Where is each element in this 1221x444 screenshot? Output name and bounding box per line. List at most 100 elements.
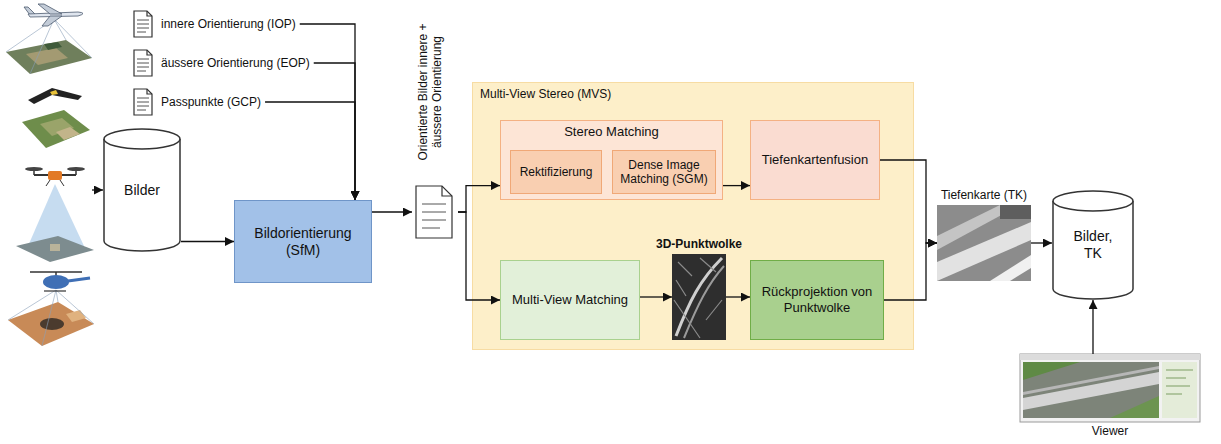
viewer-screenshot [1020, 354, 1200, 422]
document-lines [422, 204, 446, 228]
cylinder-top [1053, 191, 1133, 211]
document-lines [137, 98, 149, 110]
cylinder-top [104, 129, 180, 149]
database-cylinder: Bilder, TK [1052, 190, 1134, 300]
process-box: Dense Image Matching (SGM) [612, 150, 716, 194]
node-label: Bilder, TK [1066, 228, 1120, 262]
connector-arrow [314, 63, 355, 200]
helicopter-tail [68, 278, 90, 281]
process-box: Multi-View Matching [500, 260, 640, 340]
group-box: Stereo MatchingRektifizierungDense Image… [500, 120, 723, 200]
image-footprint [26, 48, 68, 65]
document-fold [147, 11, 152, 16]
node-label: Tiefenkartenfusion [762, 152, 868, 168]
helicopter-body [43, 275, 69, 289]
database-cylinder: Bilder [103, 128, 181, 252]
cylinder-body [1053, 201, 1133, 299]
connector-arrow [181, 241, 234, 242]
rotor [25, 167, 43, 171]
connector-arrow [723, 185, 750, 186]
document-icon [133, 10, 153, 38]
node-label: Bildorientierung (SfM) [242, 225, 364, 259]
depth-structure [1000, 205, 1031, 219]
point-cloud-structure [684, 266, 724, 338]
image-footprint [22, 110, 90, 148]
drone-accent [50, 90, 58, 95]
document-outline [134, 89, 152, 115]
node-label: Bilder [124, 182, 160, 199]
map-panel-lines [1166, 370, 1193, 394]
input-arrow [92, 189, 103, 190]
document-outline [134, 11, 152, 37]
airplane-icon [6, 4, 92, 74]
node-label: Passpunkte (GCP) [161, 95, 261, 109]
image-footprint [66, 310, 86, 322]
point-cloud-structure [676, 258, 722, 336]
document-icon: innere Orientierung (IOP) [133, 10, 300, 38]
image-footprint [40, 318, 64, 330]
process-box: Rektifizierung [510, 150, 602, 194]
document-icon: Passpunkte (GCP) [133, 88, 265, 116]
document-lines [137, 20, 149, 32]
image-footprint [56, 127, 80, 140]
image-caption: Viewer [1092, 424, 1128, 438]
bridge [1023, 372, 1159, 410]
document-icon: äussere Orientierung (EOP) [133, 49, 314, 77]
image-thumbnail: Tiefenkarte (TK) [937, 205, 1031, 281]
depth-structure [990, 255, 1031, 281]
document-icon: Orientierte Bilder innere + äussere Orie… [412, 4, 458, 240]
point-cloud-structure [674, 258, 722, 338]
node-label: Rückprojektion von Punktwolke [756, 284, 878, 315]
document-fold [147, 50, 152, 55]
process-box: Tiefenkartenfusion [750, 120, 880, 200]
image-caption: 3D-Punktwolke [656, 237, 742, 251]
image-thumbnail: 3D-Punktwolke [672, 254, 726, 340]
connector-arrow [726, 296, 750, 297]
process-box: Rückprojektion von Punktwolke [750, 260, 884, 340]
airplane-wing [42, 16, 62, 26]
document-fold [442, 186, 452, 196]
image-footprint [8, 302, 94, 346]
airplane-wing [38, 4, 62, 14]
multicopter-icon [16, 167, 94, 262]
image-caption: Tiefenkarte (TK) [941, 188, 1027, 202]
node-label: Rektifizierung [520, 165, 593, 179]
helicopter-skid [44, 290, 66, 291]
drone-leg [46, 180, 64, 186]
image-footprint [50, 244, 60, 251]
image-frame [937, 205, 1031, 281]
connector-arrow [265, 102, 355, 200]
connector-arrow [640, 296, 672, 297]
window-frame [1020, 354, 1200, 422]
document-icon [414, 184, 454, 240]
document-outline [134, 50, 152, 76]
connector-arrow [1031, 242, 1052, 243]
group-title: Multi-View Stereo (MVS) [472, 82, 914, 106]
view-ray [8, 290, 94, 346]
aerial-view [1023, 362, 1159, 418]
connector-arrow [372, 211, 412, 212]
vegetation [1023, 362, 1080, 380]
document-lines [137, 59, 149, 71]
connector-arrow [1092, 300, 1093, 354]
vegetation [1110, 396, 1159, 418]
rotor [67, 167, 85, 171]
depth-map-image [937, 205, 1031, 281]
fixed-wing-drone-icon [22, 88, 90, 148]
document-icon [133, 49, 153, 77]
node-label: äussere Orientierung (EOP) [161, 56, 310, 70]
node-label: Orientierte Bilder innere + äussere Orie… [416, 4, 444, 180]
node-label: innere Orientierung (IOP) [161, 17, 296, 31]
connector-arrow [300, 24, 355, 200]
view-ray [6, 19, 92, 74]
cylinder-body [104, 139, 180, 251]
helicopter-icon [8, 272, 94, 346]
node-label: Multi-View Matching [512, 292, 628, 308]
image-footprint [44, 42, 62, 50]
drone-body [48, 171, 62, 180]
window-bar [1020, 354, 1200, 360]
document-icon [133, 88, 153, 116]
point-cloud-image [672, 254, 726, 340]
document-fold [147, 89, 152, 94]
